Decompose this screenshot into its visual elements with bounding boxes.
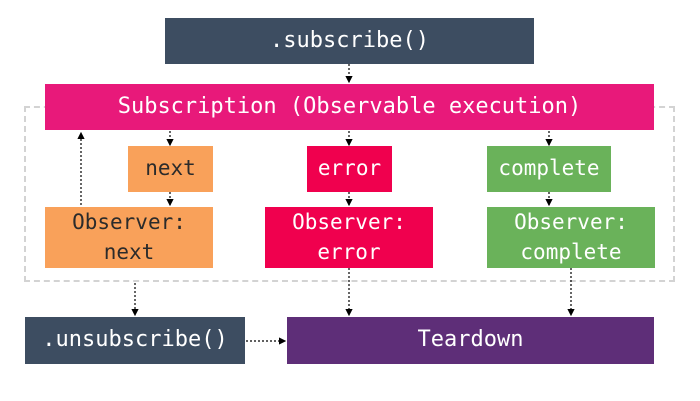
unsubscribe-box: .unsubscribe() [25,317,245,364]
subscription-box: Subscription (Observable execution) [45,84,654,130]
observer-error-box: Observer: error [265,207,433,268]
observer-complete-box: Observer: complete [487,207,655,268]
subscribe-box: .subscribe() [165,18,534,64]
complete-box: complete [487,146,611,192]
next-box: next [128,146,213,192]
observer-next-box: Observer: next [45,207,213,268]
teardown-box: Teardown [287,317,654,364]
error-box: error [307,146,392,192]
